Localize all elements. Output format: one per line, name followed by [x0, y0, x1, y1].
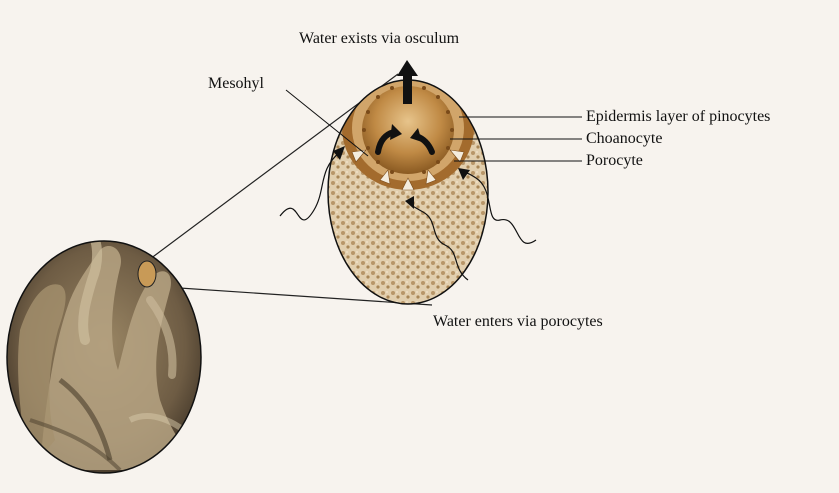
- sponge-photo: [7, 230, 201, 473]
- label-epidermis: Epidermis layer of pinocytes: [586, 109, 770, 125]
- label-choanocyte: Choanocyte: [586, 131, 662, 147]
- highlight-pore: [138, 261, 156, 287]
- label-porocyte: Porocyte: [586, 153, 643, 169]
- label-osculum: Water exists via osculum: [299, 31, 459, 47]
- label-water-enters: Water enters via porocytes: [433, 314, 603, 330]
- label-mesohyl: Mesohyl: [208, 76, 264, 92]
